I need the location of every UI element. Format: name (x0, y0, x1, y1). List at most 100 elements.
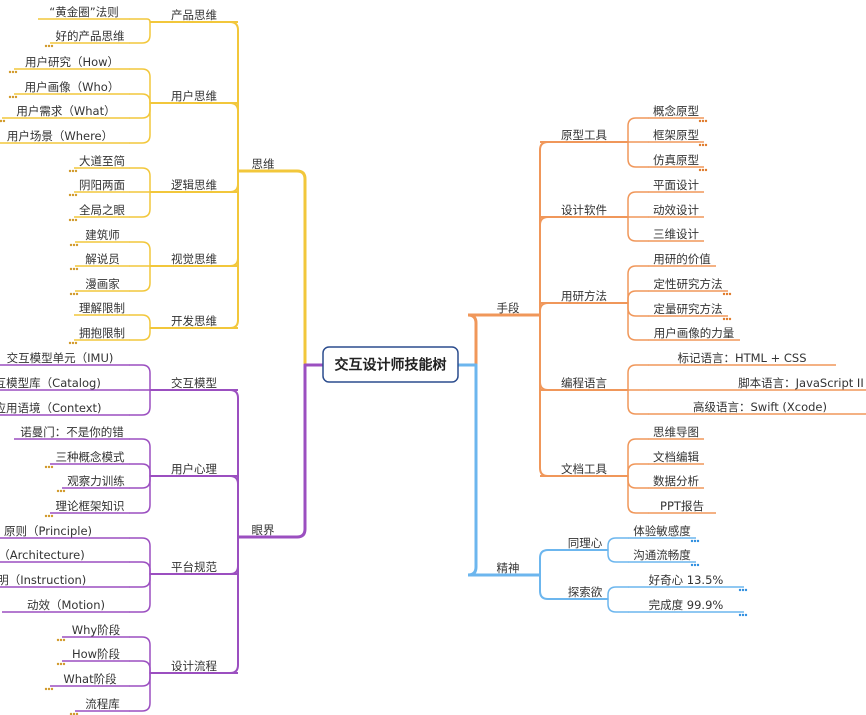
subtopic-means-0[interactable]: 原型工具 (561, 128, 607, 142)
collapsed-dot[interactable] (8, 70, 12, 74)
collapsed-branch-indicator[interactable] (69, 243, 79, 247)
collapsed-dot[interactable] (698, 119, 702, 123)
collapsed-dot[interactable] (68, 218, 72, 222)
collapsed-dot[interactable] (722, 292, 726, 296)
leaf-means-4-1[interactable]: 文档编辑 (653, 450, 699, 464)
collapsed-dot[interactable] (71, 169, 75, 173)
collapsed-dot[interactable] (72, 292, 76, 296)
collapsed-dot[interactable] (741, 588, 745, 592)
collapsed-dot[interactable] (62, 638, 66, 642)
collapsed-dot[interactable] (744, 613, 748, 617)
collapsed-dot[interactable] (62, 662, 66, 666)
collapsed-dot[interactable] (44, 44, 48, 48)
leaf-vision-1-3[interactable]: 理论框架知识 (56, 499, 125, 513)
collapsed-branch-indicator[interactable] (69, 267, 79, 271)
collapsed-branch-indicator[interactable] (698, 143, 708, 147)
leaf-thinking-1-1[interactable]: 用户画像（Who） (25, 80, 120, 94)
collapsed-dot[interactable] (71, 193, 75, 197)
main-topic-vision[interactable]: 眼界 (252, 523, 275, 537)
collapsed-dot[interactable] (75, 712, 79, 715)
leaf-vision-2-0[interactable]: 原则（Principle) (4, 524, 92, 538)
leaf-vision-3-1[interactable]: How阶段 (72, 647, 121, 661)
collapsed-dot[interactable] (44, 465, 48, 469)
subtopic-means-3[interactable]: 编程语言 (561, 376, 607, 390)
collapsed-dot[interactable] (722, 317, 726, 321)
collapsed-dot[interactable] (744, 588, 748, 592)
collapsed-dot[interactable] (68, 193, 72, 197)
collapsed-dot[interactable] (47, 44, 51, 48)
collapsed-branch-indicator[interactable] (56, 638, 66, 642)
leaf-thinking-1-2[interactable]: 用户需求（What） (16, 104, 115, 118)
collapsed-dot[interactable] (11, 70, 15, 74)
collapsed-dot[interactable] (2, 119, 6, 123)
collapsed-dot[interactable] (75, 243, 79, 247)
subtopic-vision-0[interactable]: 交互模型 (171, 376, 217, 390)
collapsed-dot[interactable] (69, 292, 73, 296)
collapsed-dot[interactable] (701, 143, 705, 147)
collapsed-dot[interactable] (59, 662, 63, 666)
collapsed-dot[interactable] (69, 267, 73, 271)
subtopic-vision-3[interactable]: 设计流程 (171, 659, 217, 673)
collapsed-branch-indicator[interactable] (698, 168, 708, 172)
collapsed-dot[interactable] (69, 712, 73, 715)
leaf-thinking-4-0[interactable]: 理解限制 (79, 301, 125, 315)
collapsed-dot[interactable] (75, 267, 79, 271)
collapsed-dot[interactable] (74, 341, 78, 345)
leaf-thinking-2-2[interactable]: 全局之眼 (79, 203, 125, 217)
collapsed-dot[interactable] (704, 143, 708, 147)
leaf-means-4-2[interactable]: 数据分析 (653, 474, 699, 488)
collapsed-dot[interactable] (68, 169, 72, 173)
collapsed-dot[interactable] (62, 489, 66, 493)
collapsed-dot[interactable] (56, 662, 60, 666)
collapsed-dot[interactable] (59, 489, 63, 493)
leaf-vision-2-2[interactable]: 说明（Instruction) (0, 573, 86, 587)
leaf-thinking-1-3[interactable]: 用户场景（Where） (7, 129, 113, 143)
collapsed-branch-indicator[interactable] (8, 70, 18, 74)
collapsed-dot[interactable] (725, 292, 729, 296)
collapsed-dot[interactable] (690, 539, 694, 543)
collapsed-dot[interactable] (14, 70, 18, 74)
leaf-thinking-0-0[interactable]: “黄金圈”法则 (49, 5, 118, 19)
collapsed-dot[interactable] (74, 218, 78, 222)
leaf-thinking-0-1[interactable]: 好的产品思维 (56, 29, 125, 43)
main-topic-spirit[interactable]: 精神 (497, 561, 520, 575)
leaf-vision-2-3[interactable]: 动效（Motion) (27, 598, 105, 612)
leaf-means-3-0[interactable]: 标记语言：HTML + CSS (677, 351, 806, 365)
collapsed-branch-indicator[interactable] (722, 292, 732, 296)
leaf-vision-3-0[interactable]: Why阶段 (72, 623, 121, 637)
collapsed-dot[interactable] (47, 465, 51, 469)
subtopic-means-1[interactable]: 设计软件 (561, 203, 607, 217)
collapsed-branch-indicator[interactable] (69, 712, 79, 715)
leaf-spirit-0-0[interactable]: 体验敏感度 (633, 524, 691, 538)
collapsed-dot[interactable] (14, 95, 18, 99)
leaf-thinking-2-1[interactable]: 阴阳两面 (79, 178, 125, 192)
subtopic-spirit-0[interactable]: 同理心 (568, 536, 603, 550)
collapsed-branch-indicator[interactable] (68, 218, 78, 222)
leaf-means-0-0[interactable]: 概念原型 (653, 104, 699, 118)
collapsed-branch-indicator[interactable] (68, 341, 78, 345)
leaf-means-3-2[interactable]: 高级语言：Swift (Xcode) (693, 400, 827, 414)
collapsed-dot[interactable] (693, 539, 697, 543)
leaf-thinking-3-1[interactable]: 解说员 (85, 252, 120, 266)
leaf-vision-1-1[interactable]: 三种概念模式 (56, 450, 125, 464)
leaf-spirit-1-0[interactable]: 好奇心 13.5% (649, 573, 724, 587)
collapsed-dot[interactable] (701, 119, 705, 123)
collapsed-dot[interactable] (47, 687, 51, 691)
leaf-vision-0-2[interactable]: 应用语境（Context) (0, 401, 102, 415)
leaf-means-4-3[interactable]: PPT报告 (660, 499, 704, 513)
collapsed-dot[interactable] (741, 613, 745, 617)
collapsed-branch-indicator[interactable] (56, 489, 66, 493)
leaf-means-2-2[interactable]: 定量研究方法 (654, 302, 723, 316)
subtopic-thinking-4[interactable]: 开发思维 (171, 314, 217, 328)
collapsed-dot[interactable] (50, 514, 54, 518)
collapsed-dot[interactable] (11, 95, 15, 99)
leaf-means-3-1[interactable]: 脚本语言：JavaScript II CoffeeScript (738, 376, 866, 390)
collapsed-dot[interactable] (704, 119, 708, 123)
main-topic-thinking[interactable]: 思维 (252, 157, 275, 171)
collapsed-branch-indicator[interactable] (690, 539, 700, 543)
collapsed-dot[interactable] (50, 687, 54, 691)
collapsed-dot[interactable] (74, 169, 78, 173)
leaf-thinking-2-0[interactable]: 大道至简 (79, 154, 125, 168)
collapsed-dot[interactable] (44, 514, 48, 518)
leaf-vision-2-1[interactable]: 架构（Architecture) (0, 548, 85, 562)
